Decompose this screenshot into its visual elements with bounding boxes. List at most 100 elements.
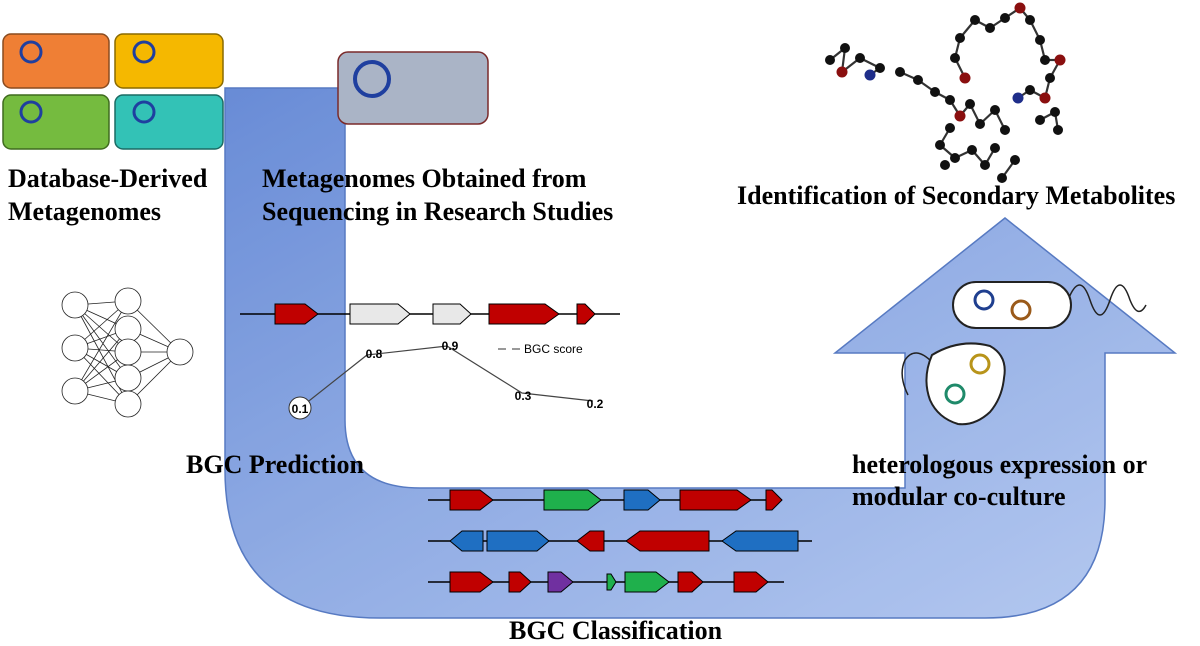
molecule-atom [895,67,905,77]
molecule-atom [913,75,923,85]
bgc-score-plot: 0.1 0.8 0.9 0.3 0.2 BGC score [288,339,604,420]
molecule-atom [950,153,960,163]
molecule-atom [967,145,977,155]
molecule-atom [965,99,975,109]
nn-node [114,315,142,343]
nn-node [114,287,142,315]
label-bgc-classification: BGC Classification [509,616,723,645]
molecule-atom [836,66,848,78]
label-database-metagenomes: Database-Derived Metagenomes [8,164,214,226]
database-sample-tiles [2,33,224,150]
gene-arrow-icon [486,530,550,552]
molecule-atom [930,87,940,97]
nn-node [114,390,142,418]
molecule-atom [1050,107,1060,117]
flow-arrow [224,87,1178,619]
bgc-score-label: 0.1 [292,402,309,416]
molecule-atom [935,140,945,150]
molecule-atom [1000,13,1010,23]
nn-node [61,334,89,362]
label-research-metagenomes: Metagenomes Obtained from Sequencing in … [262,164,613,226]
gene-arrow-icon [576,530,605,552]
gene-arrow-icon [623,489,661,511]
bacterium-icon [901,342,1006,426]
molecule-atom [950,53,960,63]
bgc-score-label: 0.8 [366,347,383,361]
gene-arrow-icon [733,571,769,593]
molecule-atom [1054,54,1066,66]
bacterium-icon [952,281,1147,329]
molecule-atom [970,15,980,25]
molecule-atom [1040,55,1050,65]
sample-tube-icon [114,33,224,89]
molecule-atom [1000,125,1010,135]
molecule-atom [1014,2,1026,14]
sample-tube-icon [337,51,489,125]
molecule-atom [945,95,955,105]
gene-arrow-icon [543,489,602,511]
molecule-icon [825,2,1066,183]
gene-arrow-icon [449,489,494,511]
label-line: Sequencing in Research Studies [262,197,613,226]
legend-bgc-score: BGC score [524,342,583,356]
molecule-atom [1053,125,1063,135]
gene-arrow-icon [508,571,532,593]
gene-arrow-icon [349,303,411,325]
molecule-atom [1025,85,1035,95]
gene-arrow-icon [547,571,574,593]
molecule-atom [1012,92,1024,104]
molecule-atom [1010,155,1020,165]
sample-tube-icon [2,94,110,150]
label-bgc-prediction: BGC Prediction [186,450,364,479]
molecule-atom [1035,115,1045,125]
label-line: heterologous expression or [852,450,1147,479]
molecule-atom [954,110,966,122]
molecule-atom [864,69,876,81]
molecule-atom [1025,15,1035,25]
gene-arrow-icon [606,573,617,591]
molecule-atom [975,119,985,129]
gene-arrow-icon [624,571,670,593]
molecule-atom [1039,92,1051,104]
nn-connection [74,304,129,379]
bgc-score-label: 0.9 [442,339,459,353]
prediction-gene-track [240,303,620,325]
molecule-atom [990,105,1000,115]
gene-arrow-icon [576,303,596,325]
molecule-atom [990,143,1000,153]
label-identification: Identification of Secondary Metabolites [737,181,1175,210]
label-line: modular co-culture [852,482,1066,511]
nn-connection [74,300,129,392]
molecule-atom [1045,73,1055,83]
nn-node [166,338,194,366]
label-line: Metagenomes Obtained from [262,164,587,193]
gene-arrow-icon [432,303,472,325]
classification-gene-tracks [428,489,812,593]
nn-node [61,377,89,405]
nn-connection [74,328,129,392]
molecule-atom [945,123,955,133]
neural-network-icon [61,287,194,418]
nn-node [61,291,89,319]
label-line: Metagenomes [8,197,161,226]
gene-arrow-icon [677,571,704,593]
molecule-atom [940,160,950,170]
molecule-atom [855,53,865,63]
molecule-atom [875,63,885,73]
gene-arrow-icon [449,530,484,552]
bgc-score-label: 0.3 [515,389,532,403]
molecule-atom [980,160,990,170]
gene-arrow-icon [274,303,319,325]
sample-tube-icon [2,33,110,89]
molecule-atom [997,173,1007,183]
sample-tube-icon [114,94,224,150]
gene-arrow-icon [488,303,560,325]
bgc-score-label: 0.2 [587,397,604,411]
molecule-atom [985,23,995,33]
nn-node [114,364,142,392]
label-expression: heterologous expression or modular co-cu… [852,450,1153,511]
nn-node [114,338,142,366]
molecule-atom [1035,35,1045,45]
molecule-atom [959,72,971,84]
